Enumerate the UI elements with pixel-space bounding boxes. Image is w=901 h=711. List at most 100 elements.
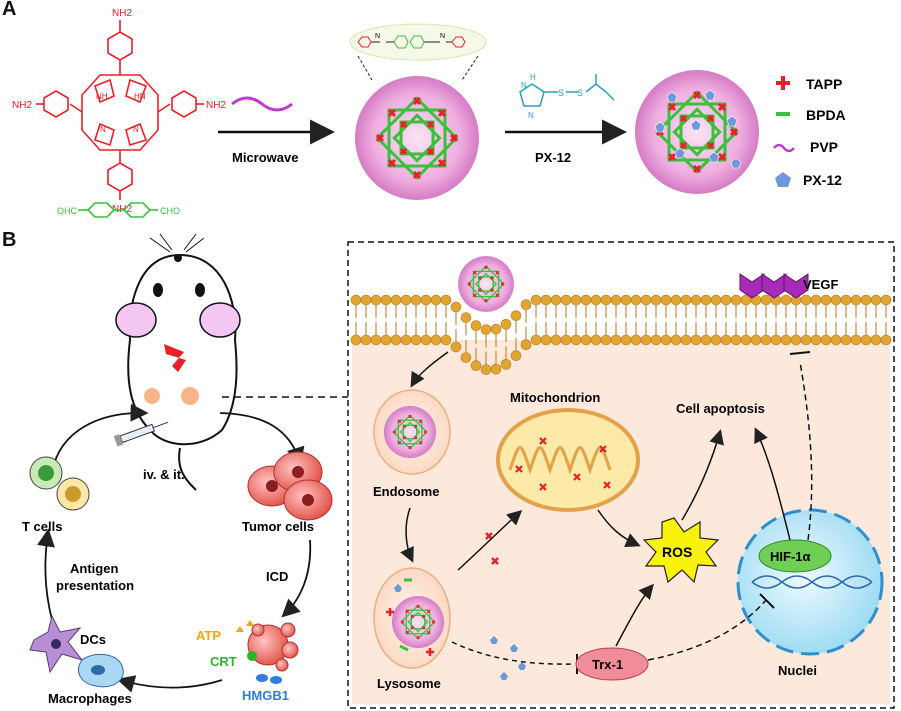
lipid-head (780, 334, 792, 346)
imine-n-1: N (375, 33, 380, 40)
lipid-head (480, 324, 492, 335)
legend-tapp-symbol (776, 76, 790, 90)
arrow-tcells-to-mouse (51, 403, 149, 473)
px12-structure (519, 74, 615, 107)
released-px12 (490, 636, 526, 680)
lipid-head (530, 334, 542, 346)
lipid-head (440, 294, 452, 306)
macrophages-label: Macrophages (48, 691, 132, 706)
px12-n2: N (528, 111, 534, 120)
inhibit-hif-vegf (799, 361, 813, 541)
bpda-ohc: OHC (57, 206, 78, 216)
lipid-head (620, 334, 632, 346)
inhibit-bar-hif (759, 593, 775, 609)
lipid-head (460, 312, 472, 323)
pvp-wave (231, 96, 293, 112)
lipid-head (600, 294, 612, 306)
lipid-head (540, 334, 552, 346)
lipid-head (520, 299, 532, 310)
lipid-head (510, 310, 522, 321)
lipid-head (540, 294, 552, 306)
lipid-head (640, 294, 652, 306)
lipid-head (560, 294, 572, 306)
lipid-head (830, 334, 842, 346)
lipid-head (820, 294, 832, 306)
cell-zoom-box (347, 241, 895, 709)
lipid-head (660, 334, 672, 346)
mitochondrion-label: Mitochondrion (510, 390, 600, 405)
lipid-head (820, 334, 832, 346)
lipid-head (580, 294, 592, 306)
nh-label-2: HN (134, 92, 146, 101)
lipid-head (880, 294, 892, 306)
lipid-head (590, 294, 602, 306)
lipid-head (470, 360, 482, 371)
cof-nanoparticle (355, 76, 479, 200)
lipid-head (440, 334, 452, 346)
lipid-head (630, 334, 642, 346)
amine-label-top: NH2 (112, 8, 132, 19)
lipid-head (380, 294, 392, 306)
legend-pvp-label: PVP (810, 139, 838, 155)
lipid-head (480, 364, 492, 375)
lipid-head (880, 334, 892, 346)
lipid-head (460, 352, 472, 363)
lipid-head (550, 294, 562, 306)
lipid-head (860, 294, 872, 306)
dc-illustration (29, 614, 84, 674)
lipid-head (420, 334, 432, 346)
tumor-cells-label: Tumor cells (242, 519, 314, 534)
lipid-head (600, 334, 612, 346)
lipid-head (680, 294, 692, 306)
arrow-tumor-to-icd (281, 539, 312, 618)
lipid-head (830, 294, 842, 306)
lipid-head (780, 294, 792, 306)
lipid-head (400, 334, 412, 346)
lipid-head (840, 294, 852, 306)
linker-zoom-oval (349, 23, 487, 61)
arrow-icd-to-macrophages (116, 675, 223, 693)
legend-pvp-symbol (773, 143, 795, 153)
lipid-head (450, 341, 462, 353)
lipid-head (500, 358, 512, 370)
hif-label: HIF-1α (770, 549, 811, 564)
vegf-label: VEGF (803, 277, 838, 292)
ros-burst (642, 517, 720, 584)
px12-h: H (530, 73, 536, 82)
lipid-head (510, 350, 522, 361)
px12-s1: S (558, 88, 564, 98)
lipid-head (790, 334, 802, 346)
inhibit-bar-vegf (789, 351, 811, 355)
lipid-head (570, 294, 582, 306)
nuclei-label: Nuclei (778, 663, 817, 678)
lipid-head (610, 334, 622, 346)
arrow-endosome-to-lysosome (400, 507, 414, 563)
lipid-head (650, 294, 662, 306)
px12-n1: N (521, 81, 527, 90)
panel-b-label: B (2, 229, 17, 251)
arrow-lysosome-to-mitochondrion (457, 509, 523, 571)
macrophage-illustration (78, 653, 124, 688)
lipid-head (730, 334, 742, 346)
entering-nanoparticle (458, 256, 514, 312)
lipid-head (360, 294, 372, 306)
px12-s2: S (577, 88, 583, 98)
lipid-head (530, 294, 542, 306)
lipid-head (390, 334, 402, 346)
lipid-head (760, 294, 772, 306)
lipid-head (630, 294, 642, 306)
zoom-line-right (461, 55, 479, 81)
lipid-head (680, 334, 692, 346)
lipid-head (690, 334, 702, 346)
hmgb1-label: HMGB1 (242, 688, 289, 703)
syringe-icon (113, 421, 169, 447)
legend-px12-symbol (775, 172, 791, 187)
lysosome-label: Lysosome (377, 676, 441, 691)
icd-label: ICD (266, 569, 288, 584)
arrow-to-endosome (410, 351, 449, 388)
arrow-ros-to-apoptosis (681, 429, 724, 521)
lipid-head (470, 320, 482, 331)
lipid-head (870, 294, 882, 306)
lipid-head (400, 294, 412, 306)
lipid-head (490, 323, 502, 335)
